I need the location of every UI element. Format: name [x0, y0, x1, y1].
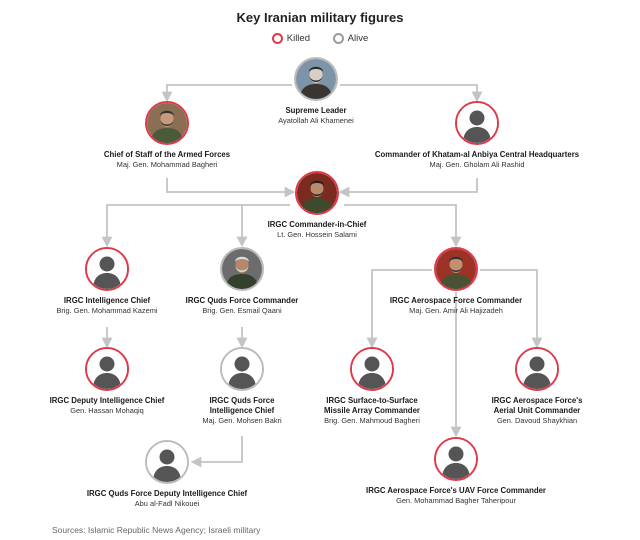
chart-title: Key Iranian military figures	[236, 10, 404, 25]
person-name: Abu al-Fadl Nikouei	[134, 499, 200, 508]
legend-alive-label: Alive	[347, 33, 369, 44]
role-title: IRGC Intelligence Chief	[2, 296, 212, 306]
portrait-photo	[145, 101, 189, 145]
person-silhouette-icon	[515, 347, 559, 391]
legend-killed: Killed	[271, 33, 310, 44]
role-line: IRGC Intelligence Chief	[63, 296, 151, 305]
person-name: Maj. Gen. Mohammad Bagheri	[116, 160, 218, 169]
role-title: IRGC Quds Force Deputy Intelligence Chie…	[62, 489, 272, 499]
role-line: Missile Array Commander	[324, 406, 420, 415]
source-note: Sources: Islamic Republic News Agency; I…	[52, 525, 261, 535]
role-line: Chief of Staff of the Armed Forces	[103, 150, 231, 159]
person-silhouette-icon	[85, 347, 129, 391]
person-silhouette-icon	[85, 247, 129, 291]
person-name: Brig. Gen. Mohammad Kazemi	[56, 306, 158, 315]
line-supreme-right	[340, 84, 483, 103]
line-irgc-branches	[106, 204, 290, 242]
role-title: IRGC Deputy Intelligence Chief	[2, 396, 212, 406]
person-silhouette-icon	[350, 347, 394, 391]
person-silhouette-icon	[220, 347, 264, 391]
role-line: IRGC Quds Force Deputy Intelligence Chie…	[86, 489, 248, 498]
role-line: IRGC Aerospace Force's	[491, 396, 583, 405]
role-line: Commander of Khatam-al Anbiya Central He…	[374, 150, 580, 159]
role-title: IRGC Aerospace Force's UAV Force Command…	[351, 486, 561, 496]
person-name: Maj. Gen. Gholam Ali Rashid	[429, 160, 525, 169]
person-silhouette-icon	[145, 440, 189, 484]
line-khatam-irgc	[338, 178, 478, 198]
line-supreme-left	[161, 84, 292, 103]
role-line: IRGC Aerospace Force Commander	[389, 296, 523, 305]
killed-ring-icon	[271, 33, 283, 44]
portrait-photo	[294, 57, 338, 101]
line-qudsintel-deputy	[190, 436, 243, 468]
portrait-photo	[220, 247, 264, 291]
role-title: Supreme Leader	[211, 106, 421, 116]
person-name: Lt. Gen. Hossein Salami	[277, 230, 357, 239]
node-khatam: Commander of Khatam-al Anbiya Central He…	[372, 101, 582, 170]
role-title: IRGC Aerospace Force Commander	[351, 296, 561, 306]
person-name: Gen. Davoud Shaykhian	[496, 416, 578, 425]
portrait-photo	[295, 171, 339, 215]
person-name: Maj. Gen. Mohsen Bakri	[202, 416, 282, 425]
role-line: IRGC Commander-in-Chief	[267, 220, 367, 229]
role-line: IRGC Quds Force	[209, 396, 275, 405]
person-silhouette-icon	[455, 101, 499, 145]
node-uav: IRGC Aerospace Force's UAV Force Command…	[351, 437, 561, 506]
line-aero-branch	[366, 269, 432, 349]
node-quds-dep: IRGC Quds Force Deputy Intelligence Chie…	[62, 440, 272, 509]
person-name: Brig. Gen. Esmail Qaani	[202, 306, 282, 315]
legend-alive: Alive	[332, 33, 369, 44]
role-title: Chief of Staff of the Armed Forces	[62, 150, 272, 160]
alive-ring-icon	[332, 33, 344, 44]
role-line: Aerial Unit Commander	[493, 406, 581, 415]
person-name: Ayatollah Ali Khamenei	[278, 116, 354, 125]
line-chief-irgc	[166, 178, 296, 198]
role-line: IRGC Surface-to-Surface	[326, 396, 418, 405]
role-line: Intelligence Chief	[209, 406, 275, 415]
role-line: Supreme Leader	[285, 106, 347, 115]
person-silhouette-icon	[434, 437, 478, 481]
portrait-photo	[434, 247, 478, 291]
person-name: Gen. Mohammad Bagher Taheripour	[396, 496, 516, 505]
line-irgc-aero	[344, 204, 462, 248]
person-name: Maj. Gen. Amir Ali Hajizadeh	[409, 306, 503, 315]
legend: Killed Alive	[0, 33, 640, 47]
role-title: IRGC Quds Force Commander	[137, 296, 347, 306]
legend-killed-label: Killed	[286, 33, 310, 44]
role-line: IRGC Deputy Intelligence Chief	[49, 396, 165, 405]
role-title: Commander of Khatam-al Anbiya Central He…	[372, 150, 582, 160]
role-line: IRGC Aerospace Force's UAV Force Command…	[366, 486, 546, 495]
role-line: IRGC Quds Force Commander	[185, 296, 299, 305]
person-name: Gen. Hassan Mohaqiq	[70, 406, 144, 415]
person-name: Brig. Gen. Mahmoud Bagheri	[324, 416, 420, 425]
line-aero-aerial	[480, 269, 543, 349]
role-title: IRGC Commander-in-Chief	[212, 220, 422, 230]
